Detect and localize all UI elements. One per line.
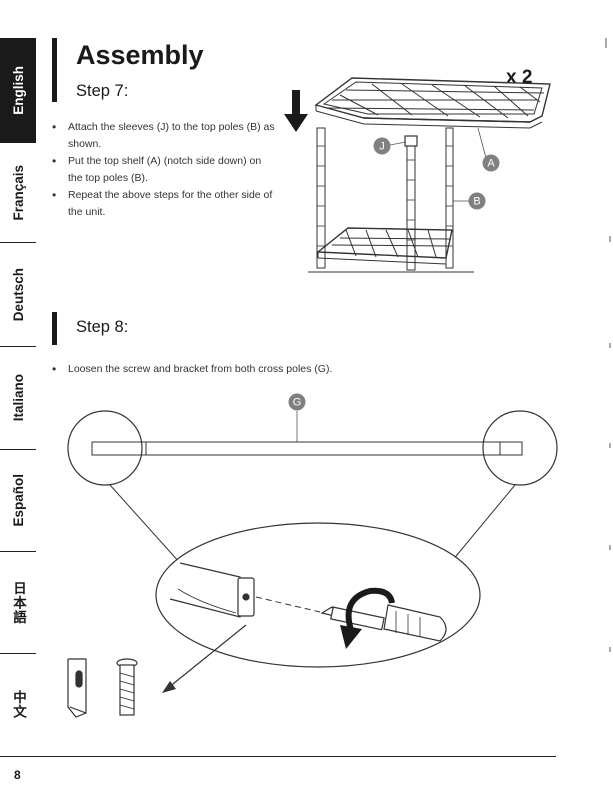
svg-text:G: G (293, 397, 302, 409)
page-number: 8 (14, 768, 21, 782)
step7-instructions: Attach the sleeves (J) to the top poles … (52, 119, 277, 221)
detail-circle-left (67, 410, 143, 486)
screw-icon (116, 658, 138, 716)
bracket-icon (67, 658, 87, 718)
header-accent-bar (52, 38, 57, 102)
lower-shelf (316, 227, 453, 265)
callout-b: B (468, 192, 486, 210)
step8-accent-bar (52, 312, 57, 345)
step8-illustration: G (67, 393, 558, 718)
page-edge-marks (605, 38, 611, 652)
step7-instruction: Put the top shelf (A) (notch side down) … (52, 153, 277, 187)
tab-francais[interactable]: Français (0, 143, 36, 243)
step7-title: Step 7: (76, 82, 129, 100)
callout-a: A (482, 154, 500, 172)
step7-instruction: Attach the sleeves (J) to the top poles … (52, 119, 277, 153)
tab-english[interactable]: English (0, 38, 36, 143)
svg-text:J: J (379, 141, 385, 153)
rotate-arrow-icon (340, 587, 395, 649)
tab-deutsch[interactable]: Deutsch (0, 243, 36, 347)
step7-illustration: J A B (284, 77, 551, 273)
page-title: Assembly (76, 40, 204, 70)
down-arrow-icon (284, 90, 308, 132)
tab-espanol[interactable]: Español (0, 450, 36, 552)
svg-text:A: A (487, 158, 495, 170)
svg-text:B: B (473, 196, 480, 208)
top-shelf (314, 77, 551, 129)
tab-chinese[interactable]: 中文 (11, 689, 26, 719)
sleeve-j (404, 135, 418, 147)
step8-instructions: Loosen the screw and bracket from both c… (52, 361, 472, 378)
cross-pole (91, 441, 523, 456)
detail-circle-right (482, 410, 558, 486)
footer-divider (0, 756, 556, 757)
screwdriver-icon (320, 604, 447, 642)
step7-instruction: Repeat the above steps for the other sid… (52, 187, 277, 221)
tab-italiano[interactable]: Italiano (0, 347, 36, 450)
step8-title: Step 8: (76, 318, 129, 336)
callout-g: G (288, 393, 306, 411)
pole-end-detail (169, 562, 255, 618)
tab-japanese[interactable]: 日本語 (0, 552, 36, 654)
callout-j: J (373, 137, 391, 155)
step8-instruction: Loosen the screw and bracket from both c… (52, 361, 472, 378)
